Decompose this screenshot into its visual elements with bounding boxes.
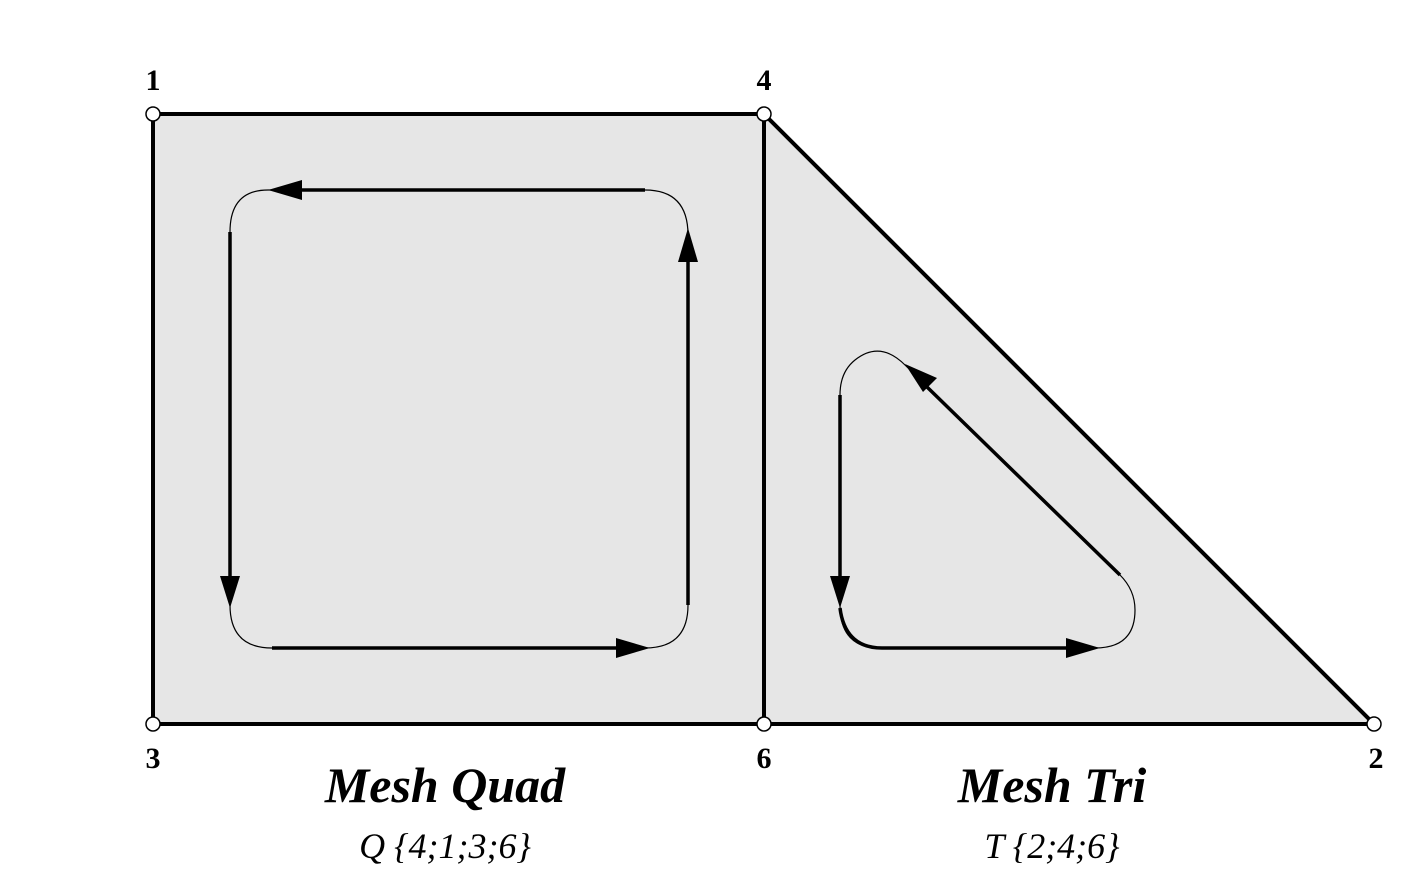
quad-element-title: Mesh Quad: [324, 757, 566, 813]
quad-arrow-bottom-head: [616, 638, 650, 658]
tri-arrow-diagonal-head: [905, 364, 937, 392]
node-4-marker: [756, 106, 772, 122]
quad-element-connectivity: Q {4;1;3;6}: [359, 826, 531, 866]
tri-element-connectivity: T {2;4;6}: [984, 826, 1120, 866]
tri-orientation-loop: [830, 350, 1136, 658]
node-3-marker: [145, 716, 161, 732]
node-3-label: 3: [146, 742, 161, 775]
tri-element-title: Mesh Tri: [957, 757, 1147, 813]
node-6-marker: [756, 716, 772, 732]
node-2-marker: [1366, 716, 1382, 732]
edge-4-2: [761, 111, 1377, 727]
tri-arrow-left-head: [830, 576, 850, 608]
node-2-label: 2: [1369, 742, 1384, 775]
quad-arrow-top-head: [268, 180, 302, 200]
node-4-label: 4: [757, 64, 772, 97]
tri-arrow-bottom-head: [1066, 638, 1100, 658]
node-6-label: 6: [757, 742, 772, 775]
quad-element-face: [153, 114, 764, 724]
quad-arrow-right-head: [678, 228, 698, 262]
quad-orientation-loop: [220, 180, 698, 658]
quad-arrow-left-head: [220, 576, 240, 608]
node-1-label: 1: [146, 64, 161, 97]
node-1-marker: [145, 106, 161, 122]
